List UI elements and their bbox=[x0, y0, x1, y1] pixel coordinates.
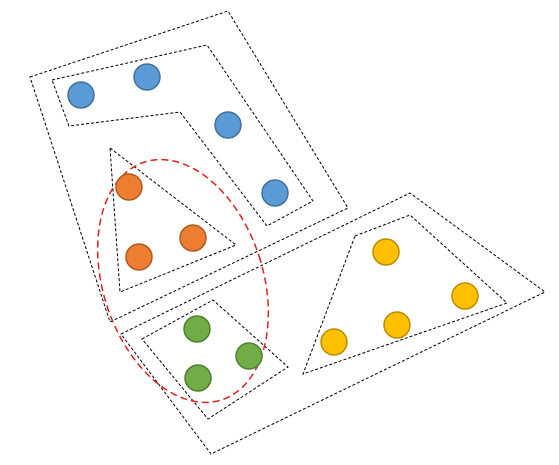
green-cluster-boundary bbox=[141, 299, 289, 420]
orange-node bbox=[125, 243, 153, 271]
yellow-cluster-boundary bbox=[302, 214, 508, 375]
orange-cluster-boundary bbox=[109, 146, 237, 293]
green-node bbox=[184, 364, 212, 392]
green-node bbox=[235, 342, 263, 370]
highlight-ellipse bbox=[96, 158, 270, 404]
yellow-node bbox=[451, 282, 479, 310]
outer-group-bottom-boundary bbox=[120, 192, 546, 455]
orange-node bbox=[179, 224, 207, 252]
yellow-node bbox=[320, 328, 348, 356]
blue-cluster-boundary bbox=[51, 44, 314, 227]
yellow-node bbox=[372, 238, 400, 266]
blue-node bbox=[214, 111, 242, 139]
blue-node bbox=[67, 81, 95, 109]
orange-node bbox=[115, 173, 143, 201]
green-node bbox=[183, 315, 211, 343]
blue-node bbox=[133, 63, 161, 91]
yellow-node bbox=[383, 311, 411, 339]
blue-node bbox=[261, 179, 289, 207]
